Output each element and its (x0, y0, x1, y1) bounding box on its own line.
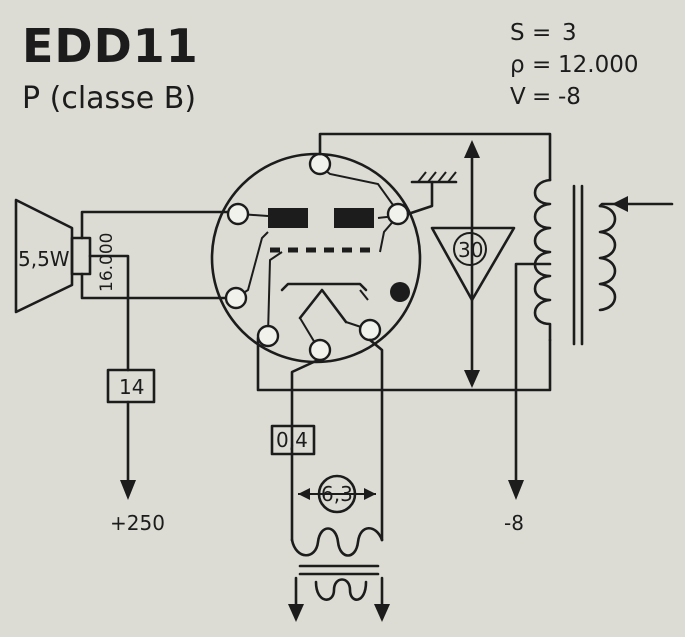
arrow-left-icon (612, 196, 628, 212)
heater-transformer (288, 526, 390, 622)
resistor-14 (106, 368, 156, 404)
pin-bottom (308, 338, 332, 362)
speaker-power-label: 5,5W (18, 247, 70, 271)
heater-secondary-icon (314, 578, 368, 601)
pin-blind (390, 282, 410, 302)
svg-text:=: = (532, 52, 551, 78)
wire-heater-right (368, 338, 384, 542)
secondary-winding (598, 204, 617, 312)
heater-current-label: 0,4 (276, 428, 308, 452)
anode-right (334, 208, 374, 228)
arrow-down-icon (464, 370, 480, 388)
speaker-coil (70, 236, 92, 276)
pin-bottom-left (256, 324, 280, 348)
wire-speaker-tap (88, 254, 130, 372)
arrow-down-icon (288, 604, 304, 622)
param-v-value: -8 (558, 84, 581, 110)
parameter-list: S = 3 ρ = 12.000 V = -8 (510, 20, 638, 110)
param-v-name: V (510, 84, 526, 110)
tube-name: EDD11 (22, 19, 199, 73)
mode-label: P (classe B) (22, 81, 196, 116)
output-transformer: -8 (504, 178, 674, 535)
heater-primary-icon (290, 526, 384, 557)
pin-upper-left (226, 202, 250, 226)
wire-bias (514, 262, 552, 494)
wire-grid (267, 251, 283, 335)
heater-filament (298, 288, 348, 324)
arrow-down-icon (508, 480, 524, 500)
pin-upper-right (386, 202, 410, 226)
cathode (280, 282, 368, 292)
anode-left (268, 208, 308, 228)
wire-pin-top (319, 165, 399, 213)
speaker-impedance-label: 16.000 (97, 233, 117, 292)
arrow-up-icon (464, 140, 480, 158)
param-rho-value: 12.000 (558, 52, 638, 78)
heater-current-box (270, 424, 316, 456)
svg-text:=: = (532, 84, 551, 110)
wire-speaker-top (80, 210, 238, 240)
resistor-14-label: 14 (119, 375, 144, 399)
wire-bottom-rail (256, 336, 552, 392)
wire-heater-left (290, 358, 320, 542)
param-rho-name: ρ (510, 52, 525, 78)
pin-lower-left (224, 286, 248, 310)
arrow-left-icon (298, 488, 310, 500)
primary-winding (533, 178, 552, 342)
heater-voltage-circle (317, 474, 357, 514)
pin-top (308, 152, 332, 176)
arrow-down-icon (120, 480, 136, 500)
ground-icon (406, 171, 458, 216)
arrow-down-icon (374, 604, 390, 622)
pin-bottom-right (358, 318, 382, 342)
tube-envelope (210, 152, 422, 364)
wire-top-rail (318, 132, 552, 182)
svg-text:=: = (532, 20, 551, 46)
loudspeaker: 5,5W 16.000 (14, 198, 117, 314)
plus-supply-label: +250 (110, 511, 165, 535)
param-s-value: 3 (562, 20, 577, 46)
wire-input (598, 202, 674, 208)
heater-voltage-label: 6,3 (321, 482, 353, 506)
arrow-right-icon (364, 488, 376, 500)
wire-speaker-bottom (80, 272, 238, 300)
speaker-cone-icon (14, 198, 74, 314)
minus-bias-label: -8 (504, 511, 524, 535)
param-s-name: S (510, 20, 525, 46)
